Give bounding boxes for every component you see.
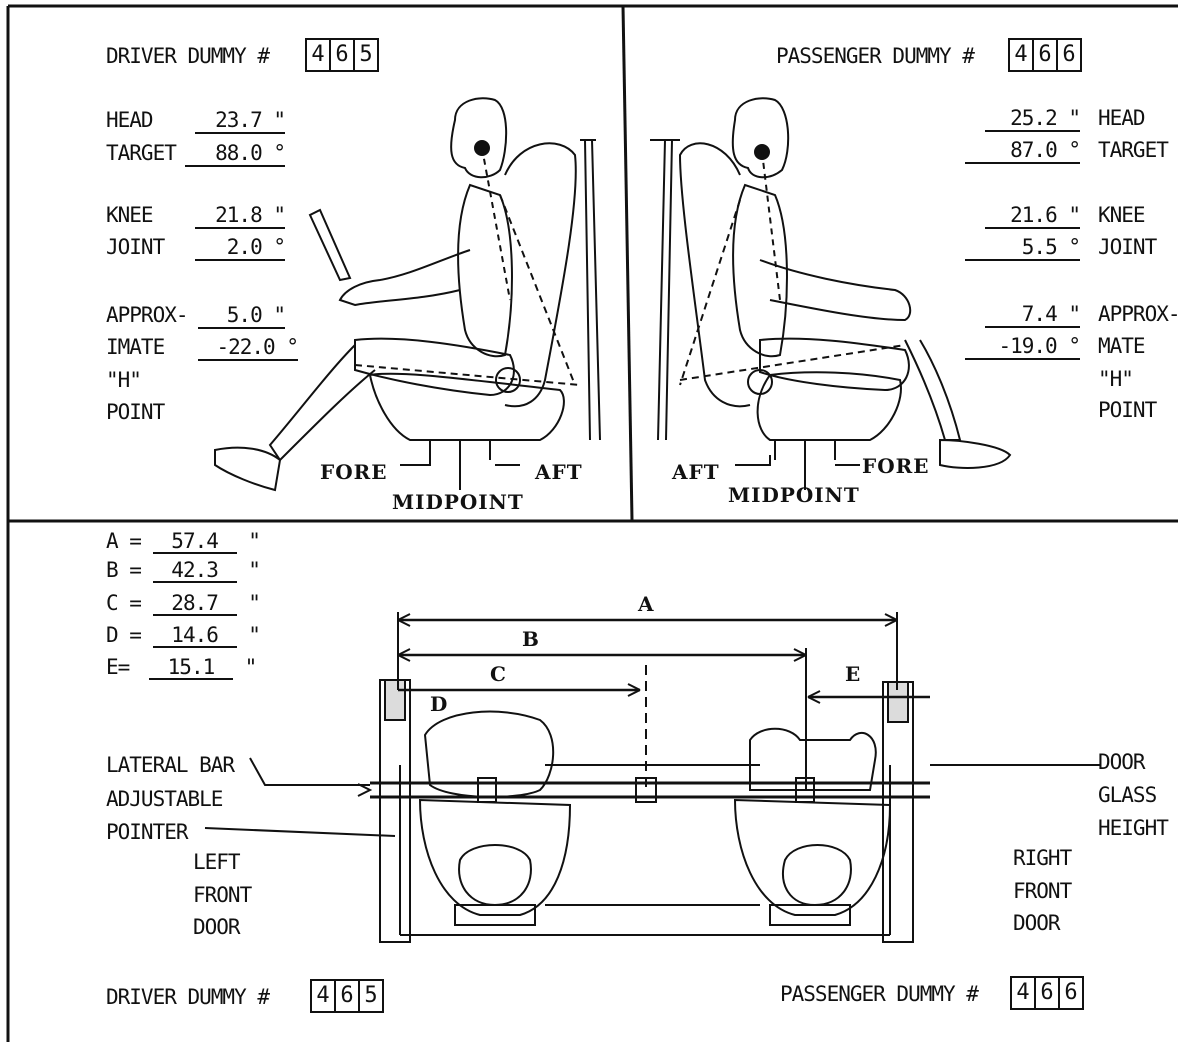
passenger-dummy-label-bottom: PASSENGER DUMMY #: [780, 982, 979, 1006]
right-door-label: DOOR: [1013, 911, 1061, 935]
passenger-knee-label: KNEE: [1098, 203, 1146, 227]
dimension-b-unit: ": [248, 558, 261, 582]
dimension-e-key: E=: [106, 655, 130, 679]
passenger-midpoint-label: MIDPOINT: [728, 483, 860, 507]
driver-digit-3: 5: [353, 40, 377, 70]
driver-midpoint-label: MIDPOINT: [392, 490, 524, 514]
passenger-head-label: HEAD: [1098, 106, 1146, 130]
driver-digit-3-bottom: 5: [358, 981, 382, 1011]
pointer-label: POINTER: [106, 820, 189, 844]
passenger-digit-3-bottom: 6: [1058, 978, 1082, 1008]
passenger-dummy-number-box: 4 6 6: [1008, 38, 1082, 72]
driver-dummy-label-bottom: DRIVER DUMMY #: [106, 985, 270, 1009]
driver-joint-label: JOINT: [106, 235, 165, 259]
passenger-digit-1-bottom: 4: [1016, 980, 1030, 1005]
left-front-label: FRONT: [193, 883, 252, 907]
driver-digit-2: 6: [329, 40, 353, 70]
frame-divider-vertical: [621, 5, 634, 521]
dimension-b: B = 42.3 ": [106, 558, 261, 583]
driver-head-value: 23.7 ": [195, 110, 286, 134]
passenger-point-label: POINT: [1098, 398, 1157, 422]
passenger-fore-label: FORE: [862, 454, 930, 478]
dimension-d-value: 14.6: [152, 625, 237, 648]
right-label: RIGHT: [1013, 846, 1072, 870]
right-front-label: FRONT: [1013, 879, 1072, 903]
dim-letter-b: B: [522, 627, 540, 651]
dim-letter-c: C: [490, 662, 507, 686]
driver-dummy-number-box: 4 6 5: [305, 38, 379, 72]
dimension-e-unit: ": [244, 655, 258, 679]
driver-joint-value: 2.0 °: [195, 237, 286, 261]
dimension-c: C = 28.7 ": [106, 591, 261, 616]
passenger-joint-label: JOINT: [1098, 235, 1157, 259]
dimension-a: A = 57.4 ": [106, 529, 261, 554]
passenger-approx1-label: APPROX-: [1098, 302, 1178, 326]
driver-digit-2-bottom: 6: [334, 981, 358, 1011]
driver-h-label: "H": [106, 368, 142, 392]
passenger-approx2-value: -19.0 °: [965, 336, 1081, 360]
dimension-c-key: C =: [106, 591, 142, 615]
passenger-side-view: [650, 97, 1012, 490]
driver-approx2-label: IMATE: [106, 335, 165, 359]
driver-dummy-number-box-bottom: 4 6 5: [310, 979, 384, 1013]
passenger-joint-value: 5.5 °: [965, 237, 1081, 261]
top-view-drawing: [204, 612, 1100, 943]
driver-dummy-label: DRIVER DUMMY #: [106, 44, 270, 68]
dimension-e: E= 15.1 ": [106, 655, 258, 680]
dimension-c-unit: ": [248, 591, 261, 615]
driver-approx2-value: -22.0 °: [198, 337, 299, 361]
passenger-head-value: 25.2 ": [985, 108, 1081, 132]
dim-letter-a: A: [638, 592, 655, 616]
left-door-label: DOOR: [193, 915, 241, 939]
driver-target-label: TARGET: [106, 141, 177, 165]
dimension-b-value: 42.3: [152, 560, 237, 583]
dim-letter-e: E: [845, 662, 862, 686]
lateral-bar-label: LATERAL BAR: [106, 753, 235, 777]
driver-side-view: [214, 97, 601, 492]
adjustable-label: ADJUSTABLE: [106, 787, 223, 811]
passenger-approx1-value: 7.4 ": [985, 304, 1081, 328]
dimension-a-key: A =: [106, 529, 142, 553]
door-glass-label-1: DOOR: [1098, 750, 1146, 774]
dim-letter-d: D: [430, 692, 449, 716]
dimension-e-value: 15.1: [148, 657, 233, 680]
passenger-knee-value: 21.6 ": [985, 205, 1081, 229]
driver-digit-1-bottom: 4: [316, 983, 330, 1008]
passenger-approx2-label: MATE: [1098, 334, 1146, 358]
passenger-aft-label: AFT: [672, 460, 720, 484]
passenger-h-label: "H": [1098, 367, 1134, 391]
driver-point-label: POINT: [106, 400, 165, 424]
driver-approx1-label: APPROX-: [106, 303, 189, 327]
dimension-a-unit: ": [248, 529, 261, 553]
dimension-d-key: D =: [106, 623, 142, 647]
passenger-digit-3: 6: [1056, 40, 1080, 70]
passenger-target-value: 87.0 °: [965, 140, 1081, 164]
dimension-d: D = 14.6 ": [106, 623, 261, 648]
passenger-target-label: TARGET: [1098, 138, 1169, 162]
passenger-digit-2: 6: [1032, 40, 1056, 70]
driver-target-value: 88.0 °: [185, 143, 286, 167]
passenger-digit-1: 4: [1014, 42, 1028, 67]
door-glass-label-2: GLASS: [1098, 783, 1157, 807]
dimension-a-value: 57.4: [152, 531, 237, 554]
passenger-digit-2-bottom: 6: [1034, 978, 1058, 1008]
dimension-b-key: B =: [106, 558, 142, 582]
driver-approx1-value: 5.0 ": [198, 305, 286, 329]
passenger-dummy-label: PASSENGER DUMMY #: [776, 44, 975, 68]
door-glass-label-3: HEIGHT: [1098, 816, 1169, 840]
driver-aft-label: AFT: [535, 460, 583, 484]
left-label: LEFT: [193, 850, 241, 874]
driver-digit-1: 4: [311, 42, 325, 67]
driver-head-label: HEAD: [106, 108, 154, 132]
passenger-dummy-number-box-bottom: 4 6 6: [1010, 976, 1084, 1010]
driver-fore-label: FORE: [320, 460, 388, 484]
dimension-d-unit: ": [248, 623, 261, 647]
driver-knee-value: 21.8 ": [195, 205, 286, 229]
dimension-c-value: 28.7: [152, 593, 237, 616]
driver-knee-label: KNEE: [106, 203, 154, 227]
